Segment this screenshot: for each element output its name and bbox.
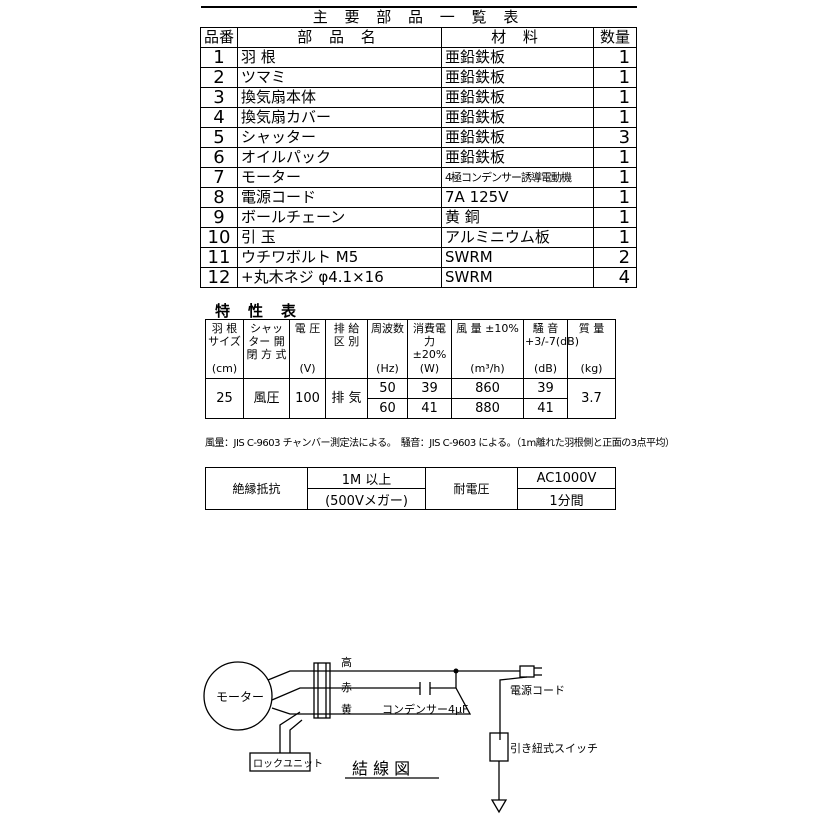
char-header-label: 周波数	[371, 322, 404, 335]
characteristics-title: 特性表	[215, 302, 315, 320]
char-header-cell: シャッター 開 閉 方 式	[243, 319, 290, 379]
value-hz-2: 60	[367, 398, 408, 419]
char-header-label: シャッター 開 閉 方 式	[246, 322, 287, 361]
parts-cell-material: 黄 銅	[441, 207, 594, 228]
parts-cell-qty: 4	[592, 267, 638, 288]
char-header-unit: (Hz)	[376, 362, 399, 375]
value-type: 排 気	[325, 378, 368, 419]
switch-label: 引き紐式スイッチ	[510, 741, 598, 755]
wire-high-label: 高	[341, 655, 352, 669]
char-header-unit: (m³/h)	[470, 362, 505, 375]
lock-unit-label: ロックユニット	[253, 758, 323, 770]
char-header-cell: 消費電力 ±20%(W)	[407, 319, 452, 379]
value-w-2: 41	[407, 398, 452, 419]
terminal-block	[313, 662, 331, 719]
withstand-label: 耐電圧	[425, 467, 518, 510]
char-header-label: 電 圧	[294, 322, 321, 335]
char-header-cell: 排 給 区 別	[325, 319, 368, 379]
char-header-label: 排 給 区 別	[333, 322, 360, 348]
wire-red-label: 赤	[341, 681, 352, 694]
switch-box	[489, 732, 509, 762]
value-voltage: 100	[289, 378, 326, 419]
char-header-cell: 羽 根 サイズ (cm)	[205, 319, 244, 379]
char-header-cell: 電 圧 (V)	[289, 319, 326, 379]
value-db-2: 41	[523, 398, 568, 419]
parts-cell-name: +丸木ネジ φ4.1×16	[237, 267, 442, 288]
motor-label: モーター	[216, 690, 264, 704]
motor-circle	[203, 661, 273, 731]
parts-table-title: 主 要 部 品 一 覧 表	[200, 6, 637, 28]
power-cord-label: 電源コード	[510, 683, 565, 697]
char-header-unit: (dB)	[533, 362, 558, 375]
parts-cell-qty: 1	[592, 167, 638, 188]
parts-cell-material: 亜鉛鉄板	[441, 107, 594, 128]
value-mass: 3.7	[567, 378, 616, 419]
parts-cell-material: SWRM	[441, 247, 594, 268]
parts-cell-material: 4極コンデンサー誘導電動機	[441, 167, 594, 188]
char-header-cell: 質 量 (kg)	[567, 319, 616, 379]
parts-cell-name: オイルパック	[237, 147, 442, 168]
wire-yellow-label: 黄	[341, 702, 352, 716]
parts-cell-no: 10	[200, 227, 238, 248]
parts-cell-material: SWRM	[441, 267, 594, 288]
characteristics-note: 風量：JIS C-9603 チャンバー測定法による。 騒音：JIS C-9603…	[205, 438, 675, 449]
characteristics-table: 羽 根 サイズ (cm) シャッター 開 閉 方 式電 圧 (V) 排 給 区 別周波数…	[205, 319, 616, 419]
value-size: 25	[205, 378, 244, 419]
parts-cell-name: モーター	[237, 167, 442, 188]
capacitor-label: コンデンサー4μF	[382, 702, 468, 716]
wiring-title: 結 線 図	[352, 759, 410, 778]
char-header-label: 風 量 ±10%	[456, 322, 519, 335]
header-name: 部 品 名	[237, 27, 442, 48]
char-header-label: 騒 音 +3/-7(dB)	[525, 322, 580, 348]
insulation-table: 絶縁抵抗 1M 以上 耐電圧 AC1000V (500Vメガー) 1分間	[205, 467, 616, 510]
value-hz-1: 50	[367, 378, 408, 399]
parts-cell-material: 亜鉛鉄板	[441, 147, 594, 168]
parts-cell-no: 11	[200, 247, 238, 268]
header-qty: 数量	[592, 27, 638, 48]
withstand-value-a: AC1000V	[517, 467, 616, 489]
withstand-value-b: 1分間	[517, 488, 616, 510]
char-header-unit: (kg)	[580, 362, 603, 375]
value-shutter: 風圧	[243, 378, 290, 419]
insulation-label: 絶縁抵抗	[205, 467, 308, 510]
char-header-label: 羽 根 サイズ	[208, 322, 241, 348]
char-header-label: 質 量	[578, 322, 605, 335]
parts-cell-no: 12	[200, 267, 238, 288]
parts-cell-material: アルミニウム板	[441, 227, 594, 248]
insulation-value-b: (500Vメガー)	[307, 488, 426, 510]
insulation-value-a: 1M 以上	[307, 467, 426, 489]
char-header-unit: (cm)	[211, 362, 238, 375]
char-header-unit: (W)	[419, 362, 440, 375]
char-header-cell: 周波数 (Hz)	[367, 319, 408, 379]
char-header-label: 消費電力 ±20%	[412, 322, 447, 361]
char-header-unit: (V)	[299, 362, 316, 375]
parts-cell-material: 亜鉛鉄板	[441, 47, 594, 68]
